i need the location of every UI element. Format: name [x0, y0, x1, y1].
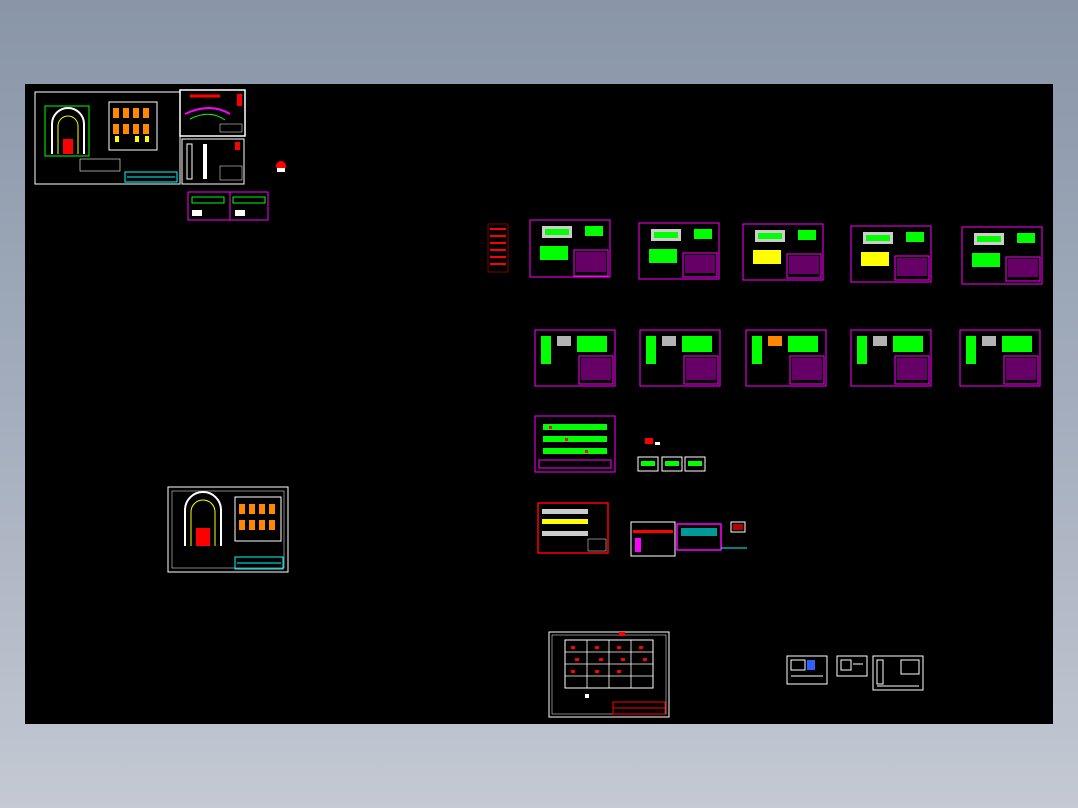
sheet-red-border[interactable] — [537, 502, 609, 554]
sheet-row3-main[interactable] — [534, 415, 616, 473]
drawing-svg — [34, 89, 1043, 718]
sheet-row1-1[interactable] — [529, 219, 611, 278]
sheet-tunnel-overview[interactable] — [34, 91, 181, 185]
legend-stack[interactable] — [487, 223, 509, 273]
sheet-row1-3[interactable] — [742, 223, 824, 281]
mini-sheets[interactable] — [637, 456, 706, 472]
sheet-bottom-layout[interactable] — [548, 631, 670, 718]
sheet-detail-strip[interactable] — [187, 191, 269, 221]
cad-model-space[interactable] — [25, 84, 1053, 724]
sheet-tunnel-lower[interactable] — [167, 486, 289, 573]
sheet-section-view[interactable] — [181, 138, 245, 185]
sheet-row2-5[interactable] — [959, 329, 1041, 387]
titleblock-1[interactable] — [786, 655, 828, 685]
sheet-row2-2[interactable] — [639, 329, 721, 387]
sheet-row1-5[interactable] — [961, 226, 1043, 285]
sheet-cyan-group[interactable] — [630, 521, 747, 557]
sheet-row2-4[interactable] — [850, 329, 932, 387]
red-marker[interactable] — [276, 161, 286, 172]
sheet-row2-1[interactable] — [534, 329, 616, 387]
sheet-row1-2[interactable] — [638, 222, 720, 280]
sheet-row1-4[interactable] — [850, 225, 932, 283]
red-marker-2[interactable] — [645, 438, 660, 445]
titleblock-3[interactable] — [872, 655, 924, 691]
titleblock-2[interactable] — [836, 655, 868, 677]
sheet-plan-view[interactable] — [179, 89, 246, 137]
sheet-row2-3[interactable] — [745, 329, 827, 387]
